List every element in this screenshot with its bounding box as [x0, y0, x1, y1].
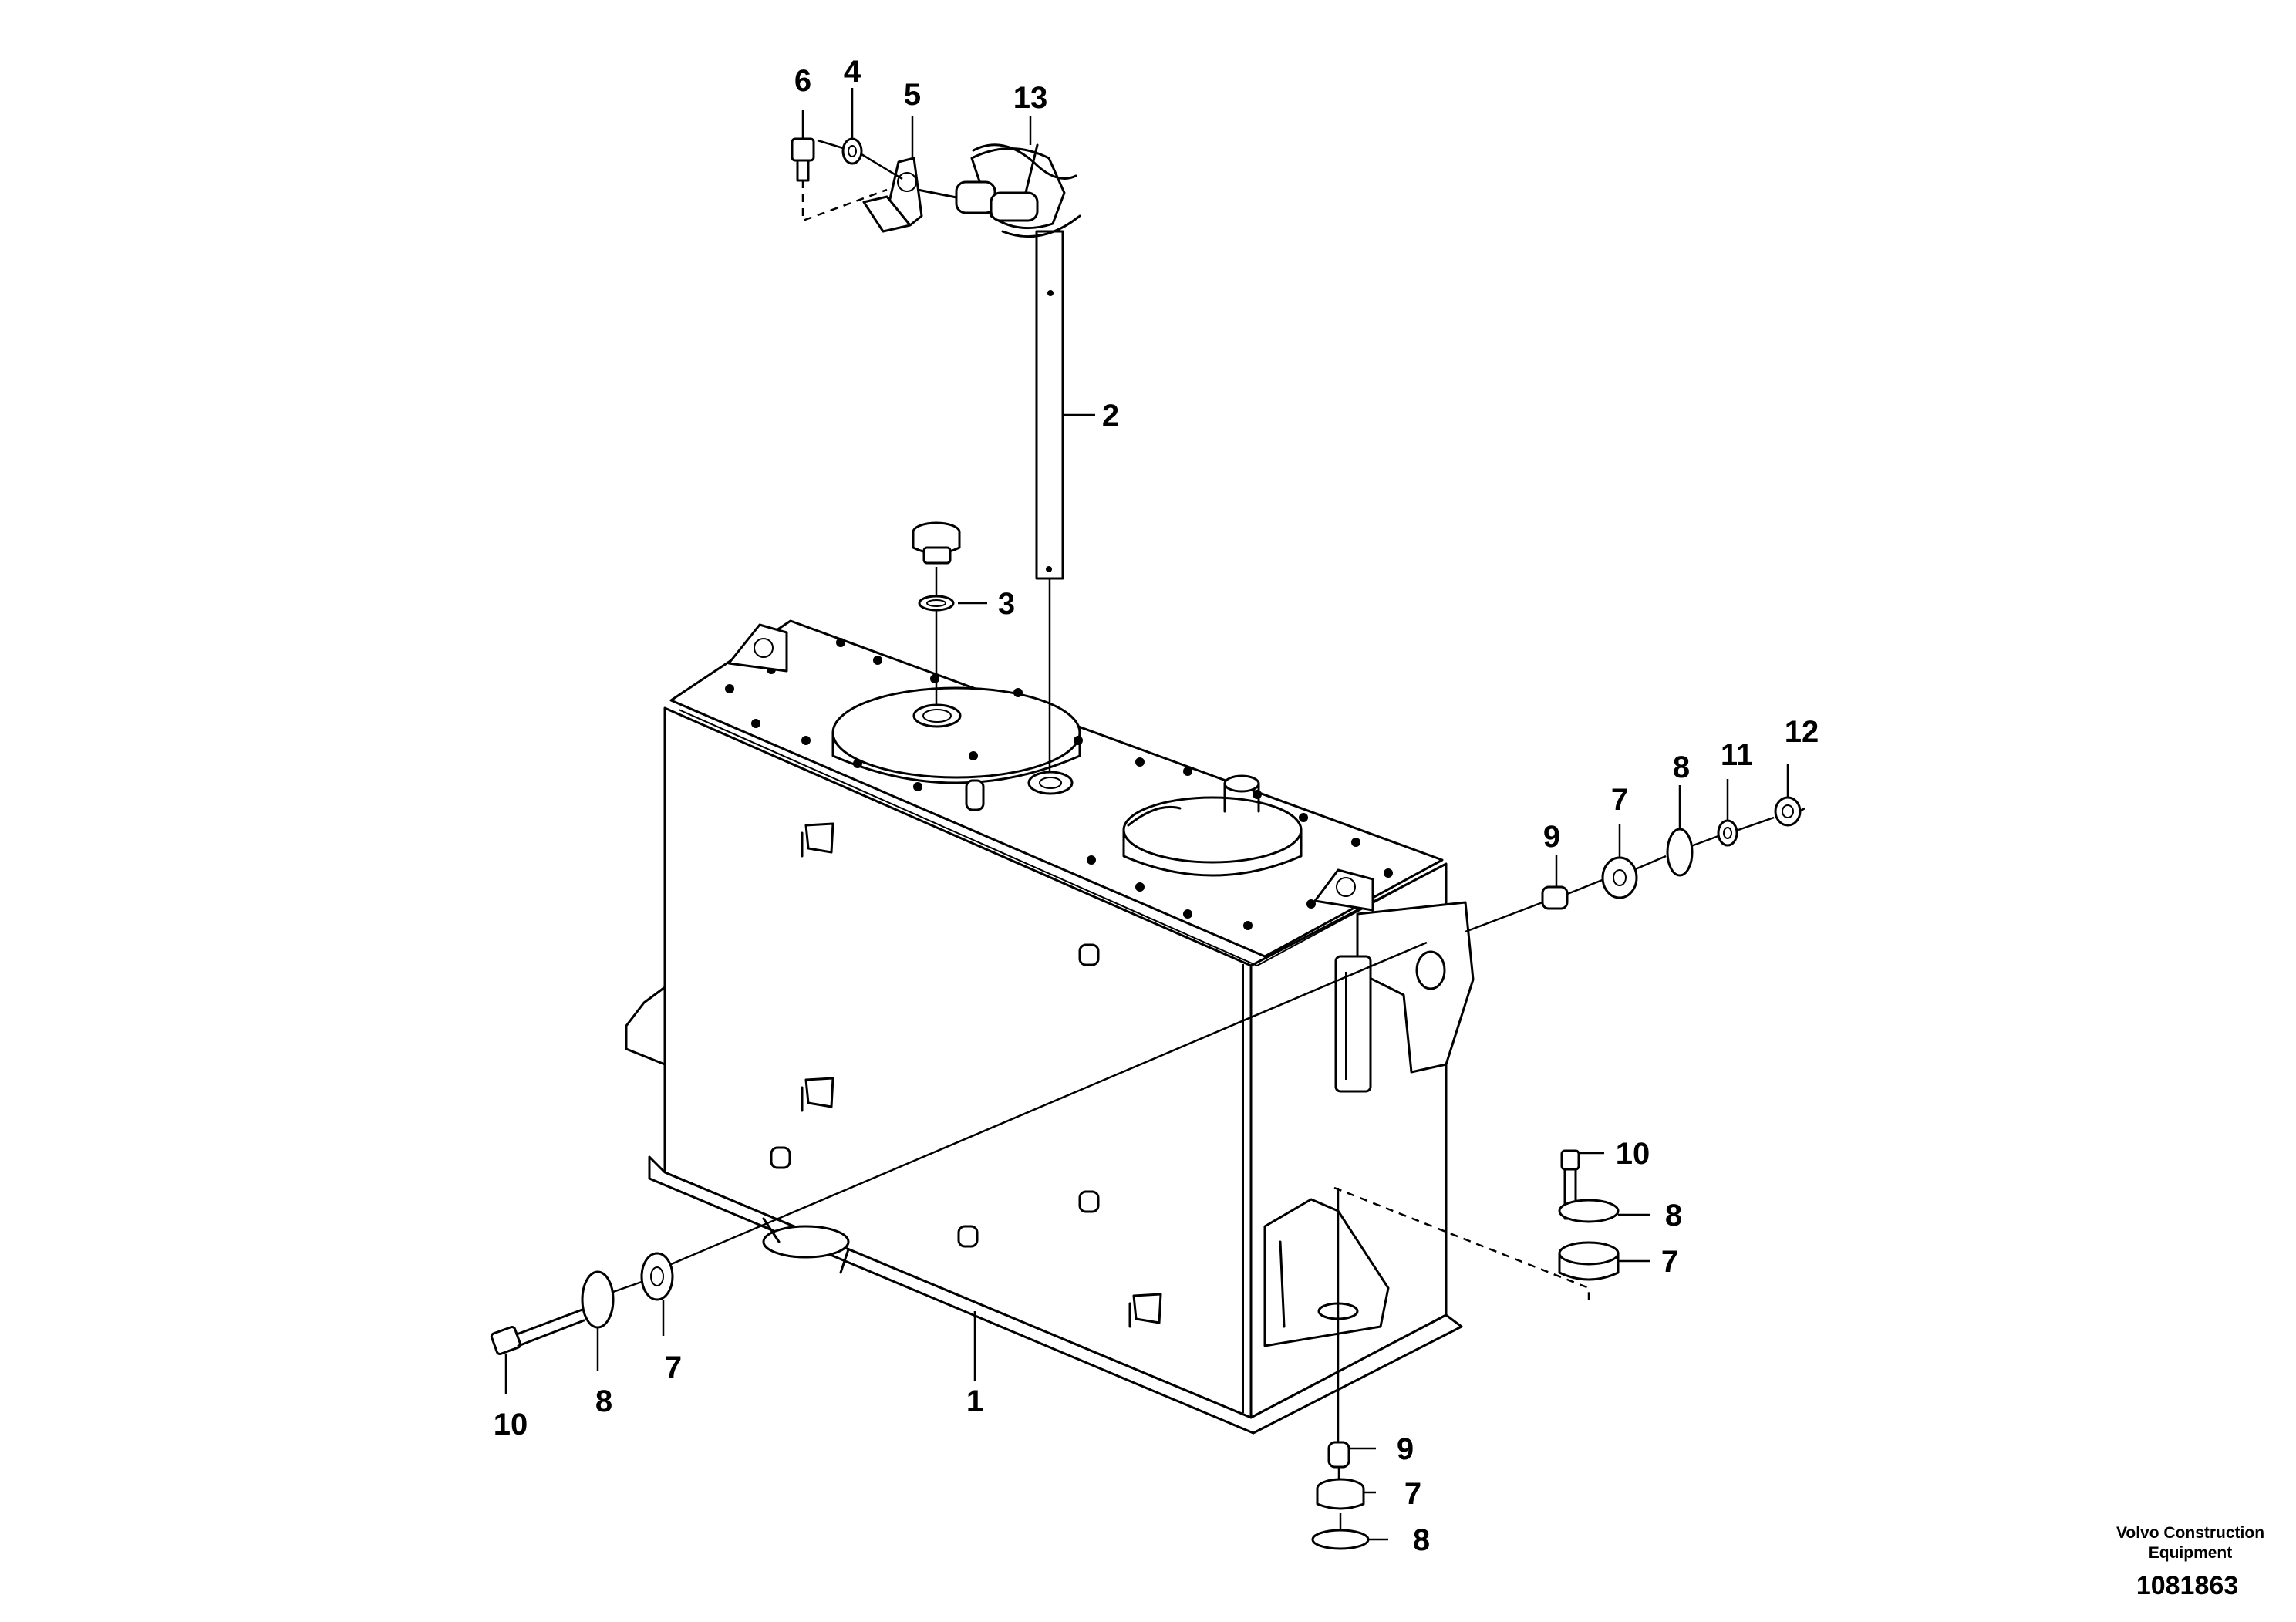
callout-10-right: 10 [1616, 1137, 1650, 1171]
callout-13: 13 [1013, 81, 1048, 115]
lower-right-mount-stack [1333, 1149, 1620, 1303]
callout-2: 2 [1102, 399, 1119, 433]
callout-7-right-lower: 7 [1661, 1245, 1678, 1279]
callout-3: 3 [998, 587, 1015, 621]
tank-top-cover [725, 623, 1393, 930]
callout-10-left: 10 [494, 1408, 528, 1442]
callout-11: 11 [1721, 738, 1753, 772]
callout-7-right-upper: 7 [1611, 783, 1628, 817]
callout-8-bottom: 8 [1413, 1523, 1430, 1557]
callout-7-left: 7 [665, 1351, 682, 1384]
callout-9-right: 9 [1543, 820, 1560, 854]
callout-1: 1 [966, 1384, 983, 1418]
breather-assembly [791, 137, 1081, 706]
callout-9-bottom: 9 [1397, 1432, 1414, 1466]
callout-5: 5 [904, 78, 921, 112]
callout-7-bottom: 7 [1404, 1477, 1421, 1511]
brand-line-1: Volvo Construction [2116, 1524, 2264, 1542]
callout-4: 4 [844, 55, 861, 89]
callout-8-right-lower: 8 [1665, 1199, 1682, 1233]
lower-center-mount-stack [1311, 1188, 1370, 1550]
callout-8-right-upper: 8 [1673, 750, 1690, 784]
brand-line-2: Equipment [2149, 1544, 2233, 1562]
footer-brand: Volvo Construction Equipment 1081863 [2116, 1524, 2264, 1600]
cover-bolts [725, 638, 1393, 930]
document-number: 1081863 [2136, 1571, 2238, 1600]
callout-8-left: 8 [595, 1384, 612, 1418]
dipstick-tube [1035, 230, 1064, 771]
right-mount-stack [1465, 796, 1805, 933]
callout-12: 12 [1785, 715, 1819, 749]
leader-lines [504, 88, 1789, 1541]
callout-labels: 1 2 3 4 5 6 7 7 7 7 8 8 8 8 9 9 10 10 11… [494, 55, 1819, 1557]
left-mount-stack [490, 941, 1428, 1356]
callout-6: 6 [794, 64, 811, 98]
